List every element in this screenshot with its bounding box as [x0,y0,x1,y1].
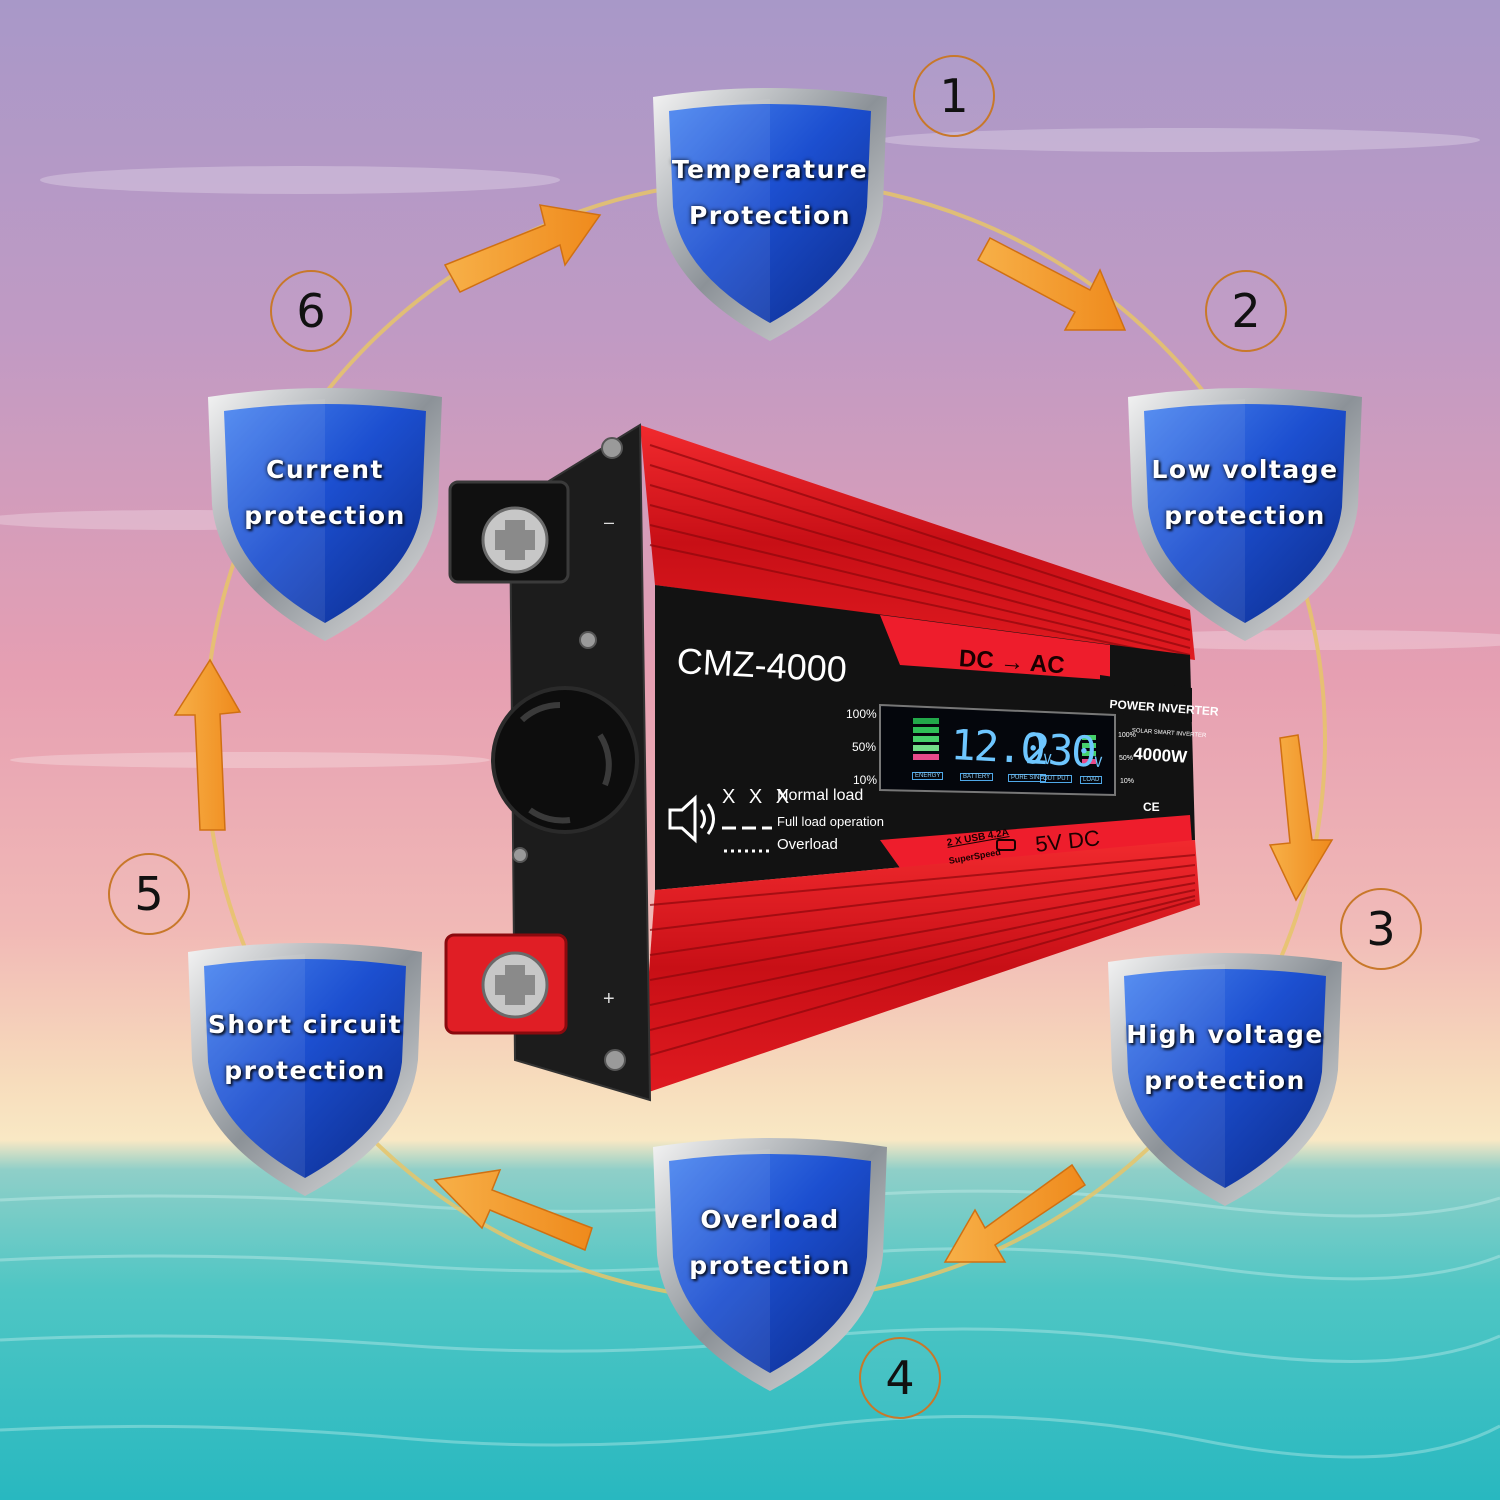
certification-mark: CE [1143,800,1160,814]
shield-label-line1: Current [265,455,384,484]
shield-label-line2: protection [1164,501,1326,530]
negative-terminal-label: – [604,512,615,532]
shield-overload-protection: Overload protection [645,1135,895,1395]
lcd-tag-output: OUT PUT [1040,775,1073,783]
lcd-output-voltage: 230V [1023,724,1102,777]
scale-right-50: 50% [1119,755,1134,762]
inverter-device [444,423,1200,1102]
shield-current-protection: Current protection [200,385,450,645]
lcd-tag-battery: BATTERY [960,773,994,781]
lcd-tag-energy: ENERGY [912,772,944,780]
shield-icon [653,88,887,341]
scale-left-10: 10% [853,773,878,787]
shield-label-line1: Temperature [671,155,869,184]
scale-right-10: 10% [1120,778,1135,785]
shield-label-line1: Overload [700,1205,840,1234]
output-voltage-value: 230 [1023,724,1096,777]
shield-icon [1108,953,1342,1206]
lcd-tag-load: LOAD [1080,776,1103,784]
output-voltage-unit: V [1093,754,1101,771]
step-number-6: 6 [270,270,352,352]
alarm-normal-symbol: X X X [722,786,794,808]
scale-left-50: 50% [852,740,877,754]
shield-label-line2: protection [689,1251,851,1280]
shield-label-line2: Protection [688,201,852,230]
shield-label-line2: protection [224,1056,386,1085]
shield-icon [188,943,422,1196]
shield-label-line1: Short circuit [207,1010,403,1039]
alarm-overload-label: Overload [777,836,838,853]
power-rating: 4000W [1132,744,1188,767]
step-number-1: 1 [913,55,995,137]
positive-terminal-label: + [603,988,615,1010]
speaker-icon [668,794,715,844]
step-number-4: 4 [859,1337,941,1419]
shield-short-circuit-protection: Short circuit protection [180,940,430,1200]
alarm-normal-label: Normal load [777,787,864,804]
shield-label-line1: High voltage [1126,1020,1324,1049]
shield-label-line1: Low voltage [1151,455,1339,484]
shield-icon [1128,388,1362,641]
step-number-5: 5 [108,853,190,935]
model-name: CMZ-4000 [675,640,848,690]
scale-left-100: 100% [846,707,877,721]
cycle-arrows [173,204,1334,1263]
shield-high-voltage-protection: High voltage protection [1100,950,1350,1210]
shield-icon [208,388,442,641]
alarm-full-load-label: Full load operation [777,814,884,829]
lcd-tag-pure-sine: PURE SINE [1008,774,1047,782]
shield-low-voltage-protection: Low voltage protection [1120,385,1370,645]
step-number-3: 3 [1340,888,1422,970]
scale-right-100: 100% [1118,732,1136,739]
shield-label-line2: protection [1144,1066,1306,1095]
step-number-2: 2 [1205,270,1287,352]
shield-icon [653,1138,887,1391]
shield-label-line2: protection [244,501,406,530]
